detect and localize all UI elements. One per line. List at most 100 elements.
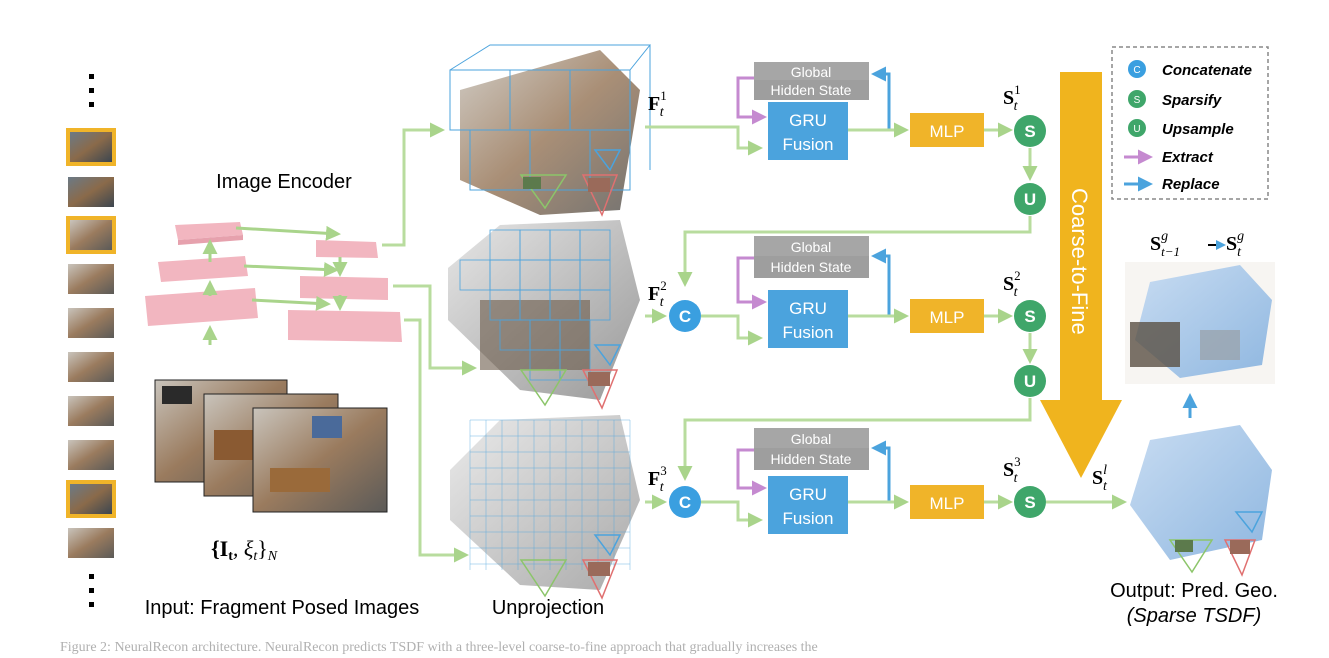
svg-text:S2t: S2t: [1003, 268, 1021, 300]
coarse-to-fine-label: Coarse-to-Fine: [1067, 188, 1092, 335]
output-label: Output: Pred. Geo.: [1110, 580, 1278, 602]
input-N: N: [267, 549, 278, 564]
svg-text:GRU: GRU: [789, 299, 827, 318]
svg-text:F3t: F3t: [648, 463, 667, 495]
input-xi: , ξ: [233, 536, 254, 561]
svg-text:Replace: Replace: [1162, 176, 1220, 193]
sparsify-node-1: [1014, 115, 1046, 147]
encoder-arrows: [202, 225, 348, 345]
f1-symbol: F: [648, 93, 660, 115]
s2-symbol: S: [1003, 273, 1014, 295]
svg-text:GRU: GRU: [789, 111, 827, 130]
f2-symbol: F: [648, 283, 660, 305]
input-set-close: }: [257, 536, 268, 561]
legend-item-sparsify: S Sparsify: [1128, 90, 1222, 109]
strip-dots-top: [89, 74, 94, 107]
svg-text:C: C: [679, 307, 691, 326]
svg-text:S: S: [1024, 307, 1035, 326]
input-images: [154, 379, 388, 513]
svg-text:Global: Global: [791, 239, 831, 255]
legend-item-replace: Replace: [1124, 176, 1220, 193]
svg-text:S: S: [1134, 95, 1141, 106]
legend-item-extract: Extract: [1124, 149, 1214, 166]
coarse-to-fine-arrow: Coarse-to-Fine: [1040, 72, 1122, 478]
mlp-2: [910, 299, 984, 333]
global-hidden-state-3: [754, 448, 869, 470]
f1-sub: t: [660, 105, 665, 120]
s3-symbol: S: [1003, 459, 1014, 481]
sparsify-node-2: [1014, 300, 1046, 332]
output-tsdf: [1130, 425, 1272, 577]
legend-item-concatenate: C Concatenate: [1128, 60, 1252, 79]
svg-text:Hidden State: Hidden State: [771, 82, 852, 98]
gru-fusion-3: [768, 476, 848, 534]
svg-text:S1t: S1t: [1003, 82, 1021, 114]
svg-text:Fusion: Fusion: [782, 323, 833, 342]
volume-level-2: [448, 220, 640, 410]
output-sublabel: (Sparse TSDF): [1127, 605, 1261, 627]
legend-item-upsample: U Upsample: [1128, 119, 1234, 138]
svg-text:Fusion: Fusion: [782, 135, 833, 154]
svg-text:U: U: [1133, 124, 1140, 135]
global-reconstruction: [1125, 262, 1275, 384]
svg-text:{It, ξt}N: {It, ξt}N: [211, 536, 278, 564]
svg-text:C: C: [679, 493, 691, 512]
upsample-node-1: [1014, 183, 1046, 215]
figure-caption: Figure 2: NeuralRecon architecture. Neur…: [60, 640, 818, 655]
upsample-node-2: [1014, 365, 1046, 397]
svg-text:Sparsify: Sparsify: [1162, 92, 1222, 109]
svg-text:Sgt: Sgt: [1226, 229, 1244, 260]
mlp-3: [910, 485, 984, 519]
encoder-to-unprojection-arrows: [382, 122, 477, 563]
sl-symbol: S: [1092, 467, 1103, 489]
svg-text:Concatenate: Concatenate: [1162, 62, 1252, 79]
svg-text:Hidden State: Hidden State: [771, 259, 852, 275]
svg-text:MLP: MLP: [930, 122, 965, 141]
svg-text:Global: Global: [791, 64, 831, 80]
gru-fusion-1: [768, 102, 848, 160]
sparsify-node-3: [1014, 486, 1046, 518]
encoder-layers-right: [288, 240, 402, 342]
input-formula: {It, ξt}N: [211, 536, 278, 564]
encoder-layers-left: [145, 222, 258, 326]
strip-dots-bottom: [89, 574, 94, 607]
image-encoder: Image Encoder: [145, 171, 402, 345]
s1-symbol: S: [1003, 87, 1014, 109]
f3-symbol: F: [648, 468, 660, 490]
svg-text:Upsample: Upsample: [1162, 121, 1234, 138]
svg-text:Hidden State: Hidden State: [771, 451, 852, 467]
frame-strip: [66, 74, 116, 607]
svg-text:F2t: F2t: [648, 278, 667, 310]
volume-level-3: [450, 415, 640, 600]
input-caption: Input: Fragment Posed Images: [145, 597, 420, 619]
global-hidden-state-2: [754, 256, 869, 278]
svg-text:MLP: MLP: [930, 494, 965, 513]
svg-text:U: U: [1024, 372, 1036, 391]
input-set-open: {I: [211, 536, 228, 561]
svg-text:Global: Global: [791, 431, 831, 447]
svg-text:C: C: [1133, 65, 1140, 76]
global-hidden-state-1: [754, 80, 869, 100]
concat-node-2: [669, 300, 701, 332]
strip-frames: [66, 128, 116, 558]
unprojection-label: Unprojection: [492, 597, 604, 619]
svg-text:MLP: MLP: [930, 308, 965, 327]
legend: C Concatenate S Sparsify U Upsample Extr…: [1111, 46, 1269, 200]
volume-level-1: [449, 44, 652, 217]
image-encoder-label: Image Encoder: [216, 171, 352, 193]
level-1-pipeline: F1 t Global Hidden State GRU Fusion MLP S…: [645, 62, 1046, 287]
svg-text:S: S: [1024, 122, 1035, 141]
svg-text:Slt: Slt: [1092, 463, 1108, 494]
svg-text:Extract: Extract: [1162, 149, 1214, 166]
f1-sup: 1: [660, 88, 667, 103]
svg-text:Sgt−1: Sgt−1: [1150, 229, 1180, 259]
mlp-1: [910, 113, 984, 147]
input-sub-t: t: [228, 549, 233, 564]
svg-text:F1t: F1 t: [648, 88, 667, 120]
concat-node-3: [669, 486, 701, 518]
svg-text:Fusion: Fusion: [782, 509, 833, 528]
